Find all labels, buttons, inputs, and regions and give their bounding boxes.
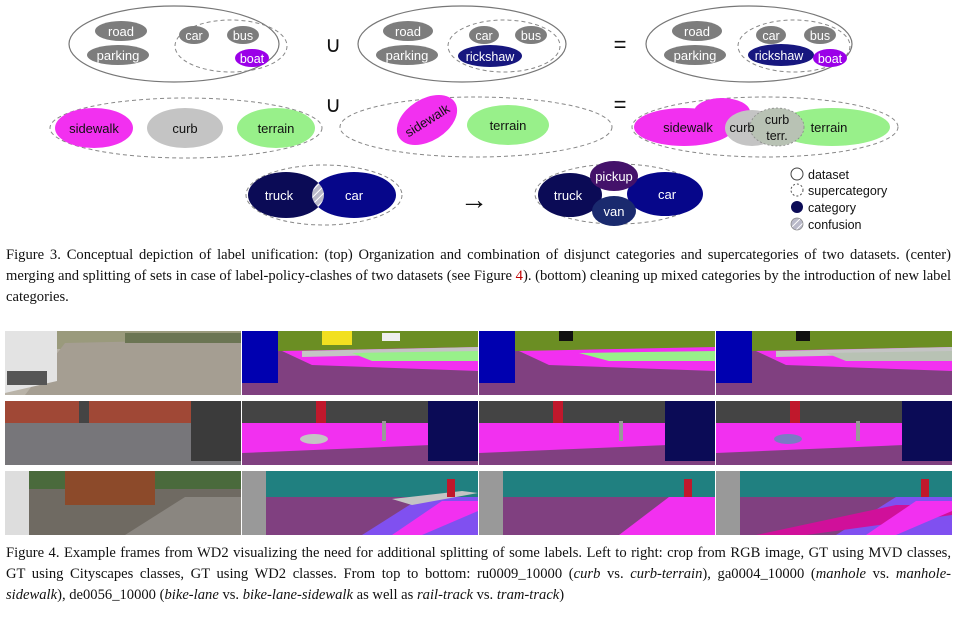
- set-curb: curb: [172, 121, 197, 136]
- set-terrain: terrain: [258, 121, 295, 136]
- rgb-crop: [5, 401, 241, 465]
- label-tram-track: tram-track: [496, 587, 560, 603]
- set-road: road: [395, 24, 421, 39]
- figure4-caption-label: Figure 4.: [6, 545, 60, 561]
- figure4-caption: Figure 4. Example frames from WD2 visual…: [6, 543, 951, 606]
- set-road: road: [684, 24, 710, 39]
- label-rail-track: rail-track: [417, 587, 473, 603]
- figure3-caption-text-end: ). (bottom) cleaning up mixed categories…: [6, 268, 951, 305]
- label-curb: curb: [573, 566, 601, 582]
- mixed-categories: truck car: [245, 164, 403, 226]
- legend-confusion-label: confusion: [808, 218, 862, 232]
- gt-wd2: [716, 401, 952, 465]
- legend-category-icon: [791, 201, 803, 213]
- set-car: car: [762, 29, 779, 43]
- set-terrain: terrain: [811, 120, 848, 135]
- label-bike-lane: bike-lane: [164, 587, 219, 603]
- figure3-caption: Figure 3. Conceptual depiction of label …: [6, 245, 951, 308]
- equals-operator-1: =: [614, 32, 627, 57]
- set-curb: curb: [729, 120, 754, 135]
- rgb-crop: [5, 471, 241, 535]
- set-bus: bus: [810, 29, 830, 43]
- caption-vs: vs.: [600, 566, 631, 582]
- label-manhole: manhole: [815, 566, 867, 582]
- label-manhole-sidewalk: manhole-sidewalk: [6, 566, 952, 603]
- arrow-operator: →: [460, 184, 488, 215]
- gt-cityscapes: [479, 401, 715, 465]
- set-sidewalk: sidewalk: [663, 120, 713, 135]
- result-center: sidewalk curb curb terr. terrain: [631, 96, 899, 158]
- dataset-a-top: road parking car bus boat: [68, 5, 288, 83]
- label-bike-lane-sidewalk: bike-lane-sidewalk: [242, 587, 353, 603]
- set-curb-terrain-line2: terr.: [766, 129, 788, 143]
- figure3-caption-label: Figure 3.: [6, 247, 61, 263]
- set-bus: bus: [521, 29, 541, 43]
- frame-row-ga0004: [5, 401, 952, 465]
- set-truck: truck: [265, 188, 294, 203]
- caption-close-paren: ): [559, 587, 565, 603]
- set-car: car: [658, 187, 677, 202]
- set-boat: boat: [818, 52, 843, 66]
- set-rickshaw: rickshaw: [755, 49, 805, 63]
- gt-mvd: [242, 401, 478, 465]
- set-boat: boat: [240, 52, 265, 66]
- split-categories: truck pickup van car: [534, 161, 703, 226]
- frame-row-ru0009: [5, 331, 952, 395]
- set-pickup: pickup: [595, 169, 633, 184]
- set-parking: parking: [97, 48, 140, 63]
- set-road: road: [108, 24, 134, 39]
- gt-wd2: [716, 471, 952, 535]
- figure4-reference-link[interactable]: 4: [515, 268, 523, 284]
- legend-category-label: category: [808, 201, 857, 215]
- gt-cityscapes: [479, 471, 715, 535]
- legend-supercategory-icon: [790, 183, 804, 197]
- dataset-b-top: road parking car bus rickshaw: [357, 5, 567, 83]
- gt-wd2: [716, 331, 952, 395]
- set-car: car: [345, 188, 364, 203]
- set-truck: truck: [554, 188, 583, 203]
- caption-as-well-as: as well as: [352, 587, 417, 603]
- set-van: van: [604, 204, 625, 219]
- label-curb-terrain: curb-terrain: [630, 566, 703, 582]
- legend-confusion-icon: [790, 217, 804, 231]
- union-operator-2: ∪: [325, 92, 341, 117]
- set-parking: parking: [674, 48, 717, 63]
- gt-cityscapes: [479, 331, 715, 395]
- set-terrain: terrain: [490, 118, 527, 133]
- set-curb-terrain-line1: curb: [765, 113, 789, 127]
- figure4-caption-text: Example frames from WD2 visualizing the …: [6, 545, 952, 582]
- rgb-crop: [5, 331, 241, 395]
- caption-vs: vs.: [472, 587, 497, 603]
- set-parking: parking: [386, 48, 429, 63]
- frame-row-de0056: [5, 471, 952, 535]
- legend-dataset-icon: [790, 167, 804, 181]
- set-bus: bus: [233, 29, 253, 43]
- set-car: car: [185, 29, 202, 43]
- union-operator-1: ∪: [325, 32, 341, 57]
- caption-frame-ga0004: ), ga0004_10000 (: [702, 566, 816, 582]
- legend-dataset-label: dataset: [808, 168, 850, 182]
- gt-mvd: [242, 471, 478, 535]
- figure3-diagram: road parking car bus boat ∪ road parking…: [49, 5, 899, 232]
- set-car: car: [475, 29, 492, 43]
- set-sidewalk: sidewalk: [69, 121, 119, 136]
- figure3-caption-text: Conceptual depiction of label unificatio…: [6, 247, 952, 284]
- legend-supercategory-label: supercategory: [808, 184, 888, 198]
- set-rickshaw: rickshaw: [466, 50, 516, 64]
- caption-vs: vs.: [218, 587, 243, 603]
- gt-mvd: [242, 331, 478, 395]
- dataset-b-center: sidewalk terrain: [339, 95, 613, 158]
- caption-vs: vs.: [866, 566, 896, 582]
- caption-frame-de0056: ), de0056_10000 (: [57, 587, 165, 603]
- result-top: road parking car bus rickshaw boat: [645, 5, 853, 83]
- dataset-a-center: sidewalk curb terrain: [49, 97, 323, 159]
- equals-operator-2: =: [614, 92, 627, 117]
- legend: dataset supercategory category confusion: [790, 167, 888, 232]
